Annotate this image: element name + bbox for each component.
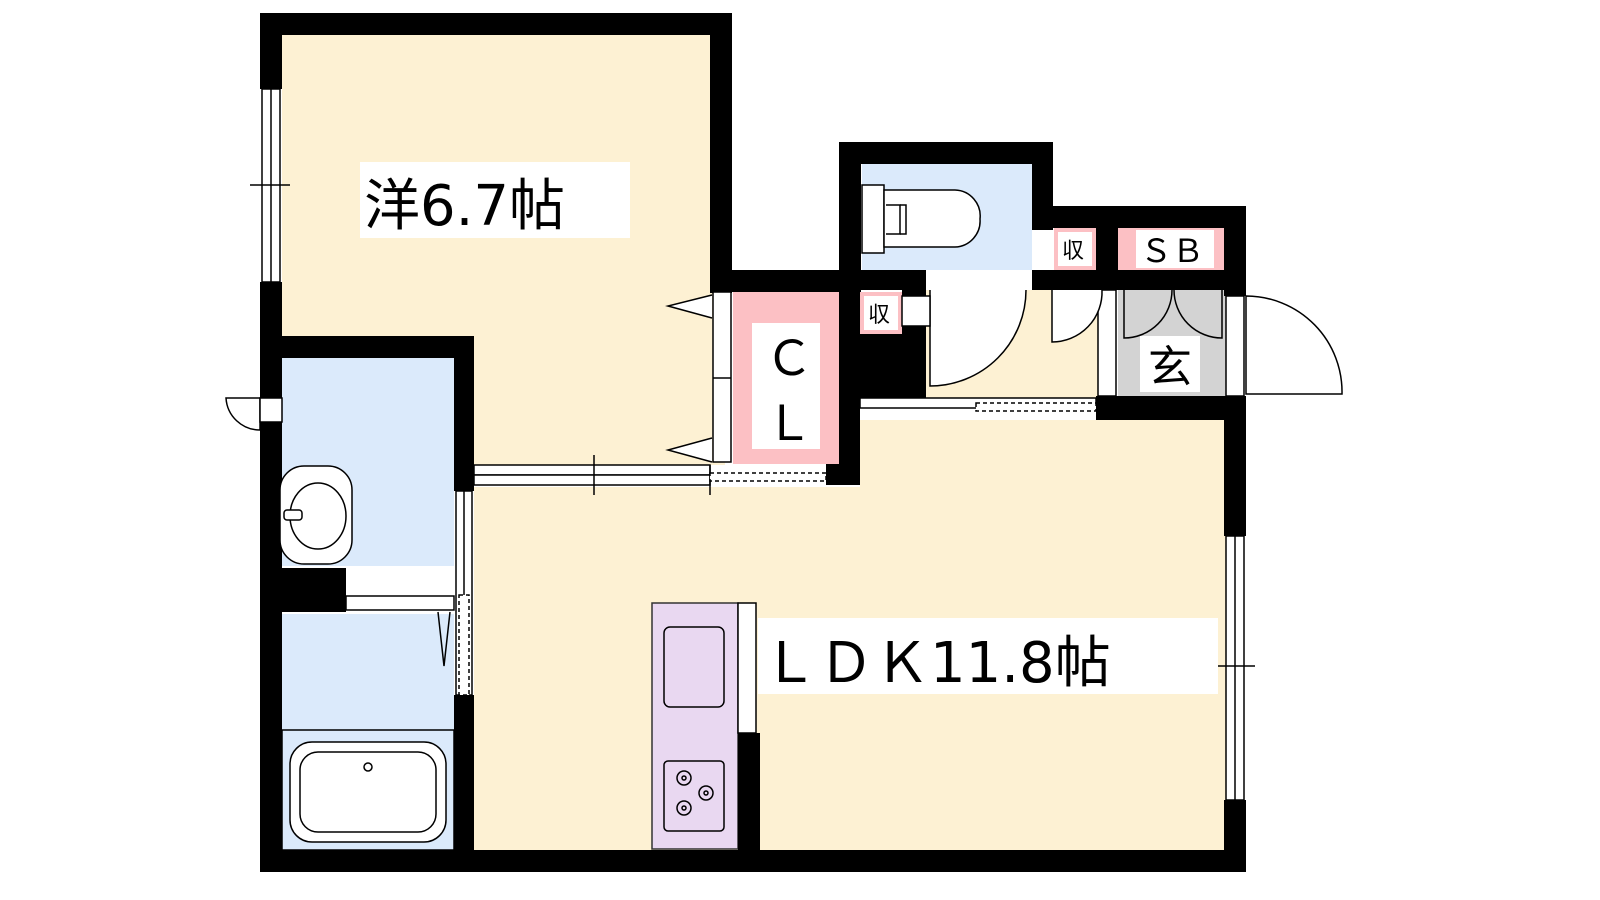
- labels: 洋6.7帖 ＬＤＫ11.8帖 Ｃ Ｌ 収 収 ＳＢ 玄: [360, 162, 1218, 696]
- ldk-label: ＬＤＫ11.8帖: [762, 631, 1111, 696]
- storage-1-label: 収: [868, 303, 890, 328]
- storage-2-label: 収: [1062, 239, 1084, 264]
- entrance-label: 玄: [1148, 342, 1192, 393]
- door-swing-icon: [225, 289, 1343, 463]
- kitchen-wall: [738, 733, 760, 850]
- closet-label-l: Ｌ: [765, 396, 813, 452]
- walls: [260, 13, 1246, 872]
- washbasin-icon: [279, 465, 353, 565]
- shoe-box-label: ＳＢ: [1140, 232, 1204, 270]
- closet-label-c: Ｃ: [765, 331, 813, 387]
- western-room-floor: [282, 34, 725, 465]
- western-room-label: 洋6.7帖: [364, 174, 565, 239]
- bathtub-icon: [281, 729, 455, 851]
- kitchen-end-panel: [737, 602, 757, 734]
- sliding-doors: [345, 289, 1245, 696]
- stove-icon: [663, 760, 725, 832]
- sink-icon: [663, 626, 725, 708]
- windows: [250, 88, 1255, 801]
- kitchen-counter: [651, 602, 739, 850]
- toilet-icon: [861, 184, 981, 254]
